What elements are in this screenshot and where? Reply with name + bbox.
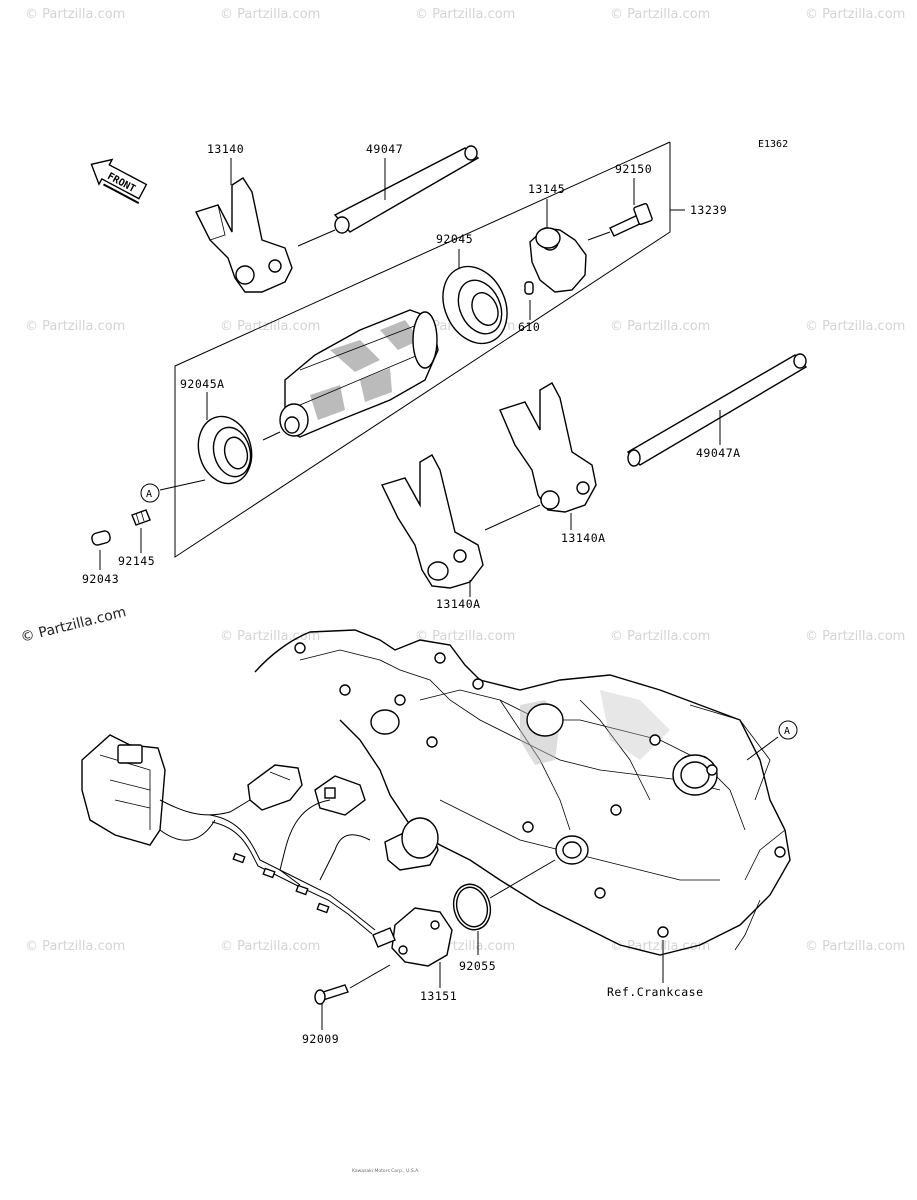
shift-rod-49047A: [626, 353, 808, 467]
ref-a-upper: A: [140, 479, 206, 503]
o-ring-92055: [452, 883, 492, 931]
copyright-text: Kawasaki Motors Corp., U.S.A.: [352, 1168, 420, 1174]
ref-a-label: A: [146, 489, 152, 500]
shift-fork-13140: [195, 177, 293, 293]
ref-a-label: A: [784, 726, 790, 737]
shift-fork-13140A-upper: [499, 382, 597, 513]
watermark-text: © Partzilla.com: [805, 629, 905, 644]
watermark-text: © Partzilla.com: [220, 629, 320, 644]
shift-drum: [279, 309, 439, 438]
gear-position-sensor-13151: [81, 734, 453, 967]
watermark-text: © Partzilla.com: [415, 629, 515, 644]
watermark-text: © Partzilla.com: [805, 939, 905, 954]
label-13140: 13140: [207, 142, 244, 156]
label-49047: 49047: [366, 142, 403, 156]
spring-92145: [131, 509, 151, 526]
front-arrow-icon: FRONT: [90, 158, 148, 205]
screw-92009: [314, 984, 349, 1005]
watermark-text: © Partzilla.com: [220, 939, 320, 954]
label-92045A: 92045A: [180, 377, 225, 391]
watermark-text: © Partzilla.com: [610, 7, 710, 22]
watermark-text: © Partzilla.com: [610, 939, 710, 954]
label-13239: 13239: [690, 203, 727, 217]
pin-610: [524, 281, 534, 295]
label-92055: 92055: [459, 959, 496, 973]
shift-fork-13140A-lower: [381, 454, 484, 589]
label-92150: 92150: [615, 162, 652, 176]
diagram-code: E1362: [758, 139, 788, 150]
label-13140A-upper: 13140A: [561, 531, 606, 545]
watermark-text: © Partzilla.com: [415, 7, 515, 22]
part-labels: 13140 49047 92150 13145 13239 92045 610 …: [82, 142, 741, 1046]
label-610: 610: [518, 320, 540, 334]
label-ref-crankcase: Ref.Crankcase: [607, 985, 704, 999]
label-49047A: 49047A: [696, 446, 741, 460]
watermark-text: © Partzilla.com: [220, 7, 320, 22]
watermark-text: © Partzilla.com: [805, 319, 905, 334]
watermark-text-dark: © Partzilla.com: [19, 604, 128, 646]
watermark-text: © Partzilla.com: [610, 629, 710, 644]
label-92145: 92145: [118, 554, 155, 568]
ref-a-lower: A: [778, 720, 798, 740]
shift-drum-cam-13145: [529, 227, 587, 293]
watermark-text: © Partzilla.com: [25, 319, 125, 334]
watermark-text: © Partzilla.com: [805, 7, 905, 22]
bolt-92150: [609, 203, 653, 237]
bearing-92045: [442, 265, 508, 345]
label-13151: 13151: [420, 989, 457, 1003]
label-92009: 92009: [302, 1032, 339, 1046]
watermark-text: © Partzilla.com: [25, 7, 125, 22]
label-92045: 92045: [436, 232, 473, 246]
watermark-text: © Partzilla.com: [220, 319, 320, 334]
crankcase-reference: [254, 629, 791, 956]
watermark-text: © Partzilla.com: [25, 939, 125, 954]
detent-pin-92043: [91, 530, 111, 546]
label-92043: 92043: [82, 572, 119, 586]
watermark-text: © Partzilla.com: [610, 319, 710, 334]
shift-rod-49047: [333, 145, 480, 234]
label-13140A-lower: 13140A: [436, 597, 481, 611]
label-13145: 13145: [528, 182, 565, 196]
bearing-92045A: [197, 415, 253, 485]
group-outline: [174, 141, 671, 558]
